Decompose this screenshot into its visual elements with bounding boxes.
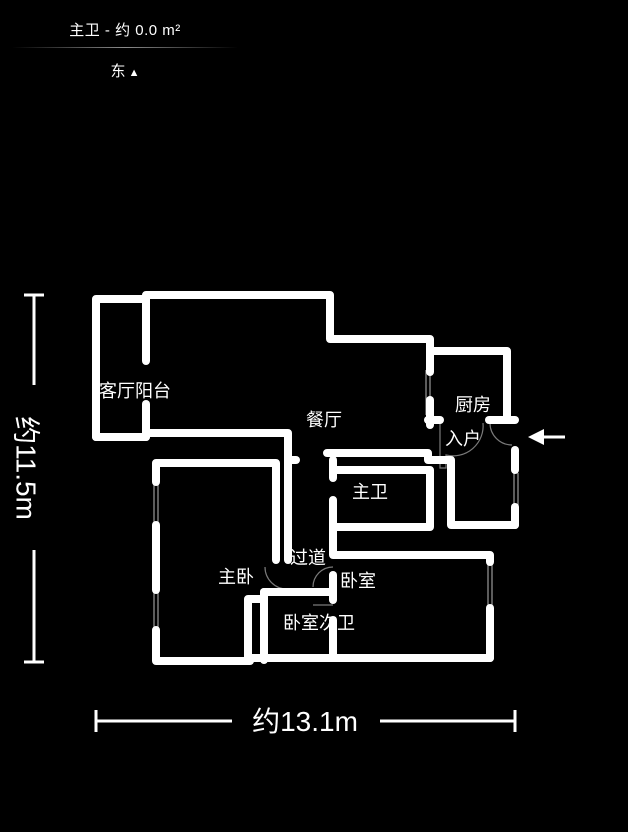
triangle-up-icon: ▲	[128, 67, 140, 79]
walls	[92, 291, 519, 665]
room-label-master-bedroom: 主卧	[218, 567, 254, 587]
width-dimension	[94, 710, 517, 732]
arrow-left-icon	[528, 429, 565, 445]
room-label-master-bath: 主卫	[352, 482, 388, 502]
page-title: 主卫 - 约 0.0 m²	[69, 22, 181, 39]
room-label-bedroom-bath: 卧室次卫	[283, 613, 355, 633]
compass-indicator: 东▲	[0, 60, 250, 81]
height-dimension	[24, 293, 44, 664]
height-dimension-label: 约11.5m	[11, 416, 42, 520]
room-label-entrance: 入户	[445, 429, 481, 449]
room-label-bedroom: 卧室	[340, 571, 376, 591]
width-dimension-label: 约13.1m	[252, 706, 358, 737]
compass-label: 东	[110, 63, 126, 80]
room-label-corridor: 过道	[290, 548, 326, 568]
room-label-dining: 餐厅	[306, 410, 342, 430]
header-divider	[12, 47, 238, 48]
room-label-living-balcony: 客厅阳台	[99, 381, 171, 401]
room-label-kitchen: 厨房	[455, 395, 491, 415]
